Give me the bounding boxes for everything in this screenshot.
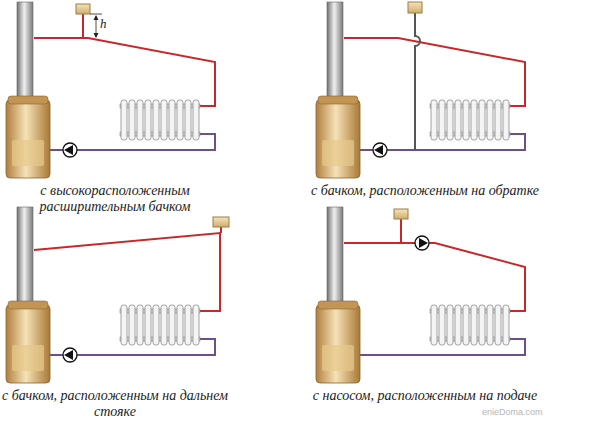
boiler: [316, 207, 360, 383]
expansion-tank: [394, 209, 408, 219]
scheme-caption: с бачком, расположенным на дальнем стояк…: [0, 388, 230, 419]
circulation-pump: [415, 236, 429, 250]
boiler: [6, 207, 50, 383]
tank-pipe: [415, 13, 420, 150]
tank-pipe: [400, 219, 402, 243]
circulation-pump: [373, 143, 387, 157]
scheme-caption: с насосом, расположенным на подаче: [310, 388, 540, 404]
radiator: [120, 305, 200, 345]
scheme-caption: с высокорасположенным расширительным бач…: [0, 183, 230, 214]
circulation-pump: [63, 143, 77, 157]
supply-pipe: [344, 38, 525, 106]
radiator: [120, 100, 200, 140]
scheme-caption: с бачком, расположенным на обратке: [310, 183, 540, 199]
watermark: enieDoma.com: [482, 407, 543, 417]
expansion-tank: [213, 217, 229, 227]
tank-pipe: [82, 14, 84, 38]
boiler: [316, 2, 360, 178]
tank-pipe: [220, 227, 222, 233]
supply-pipe: [34, 233, 220, 311]
expansion-tank: [408, 2, 422, 13]
heating-scheme: [6, 207, 229, 383]
radiator: [430, 100, 510, 140]
heating-scheme: [316, 2, 525, 178]
supply-pipe: [34, 38, 215, 106]
height-label: h: [100, 16, 107, 32]
heating-scheme: [6, 2, 215, 178]
circulation-pump: [63, 348, 77, 362]
heating-scheme: [316, 207, 525, 383]
radiator: [430, 305, 510, 345]
supply-pipe: [344, 243, 525, 311]
expansion-tank: [76, 4, 90, 14]
boiler: [6, 2, 50, 178]
